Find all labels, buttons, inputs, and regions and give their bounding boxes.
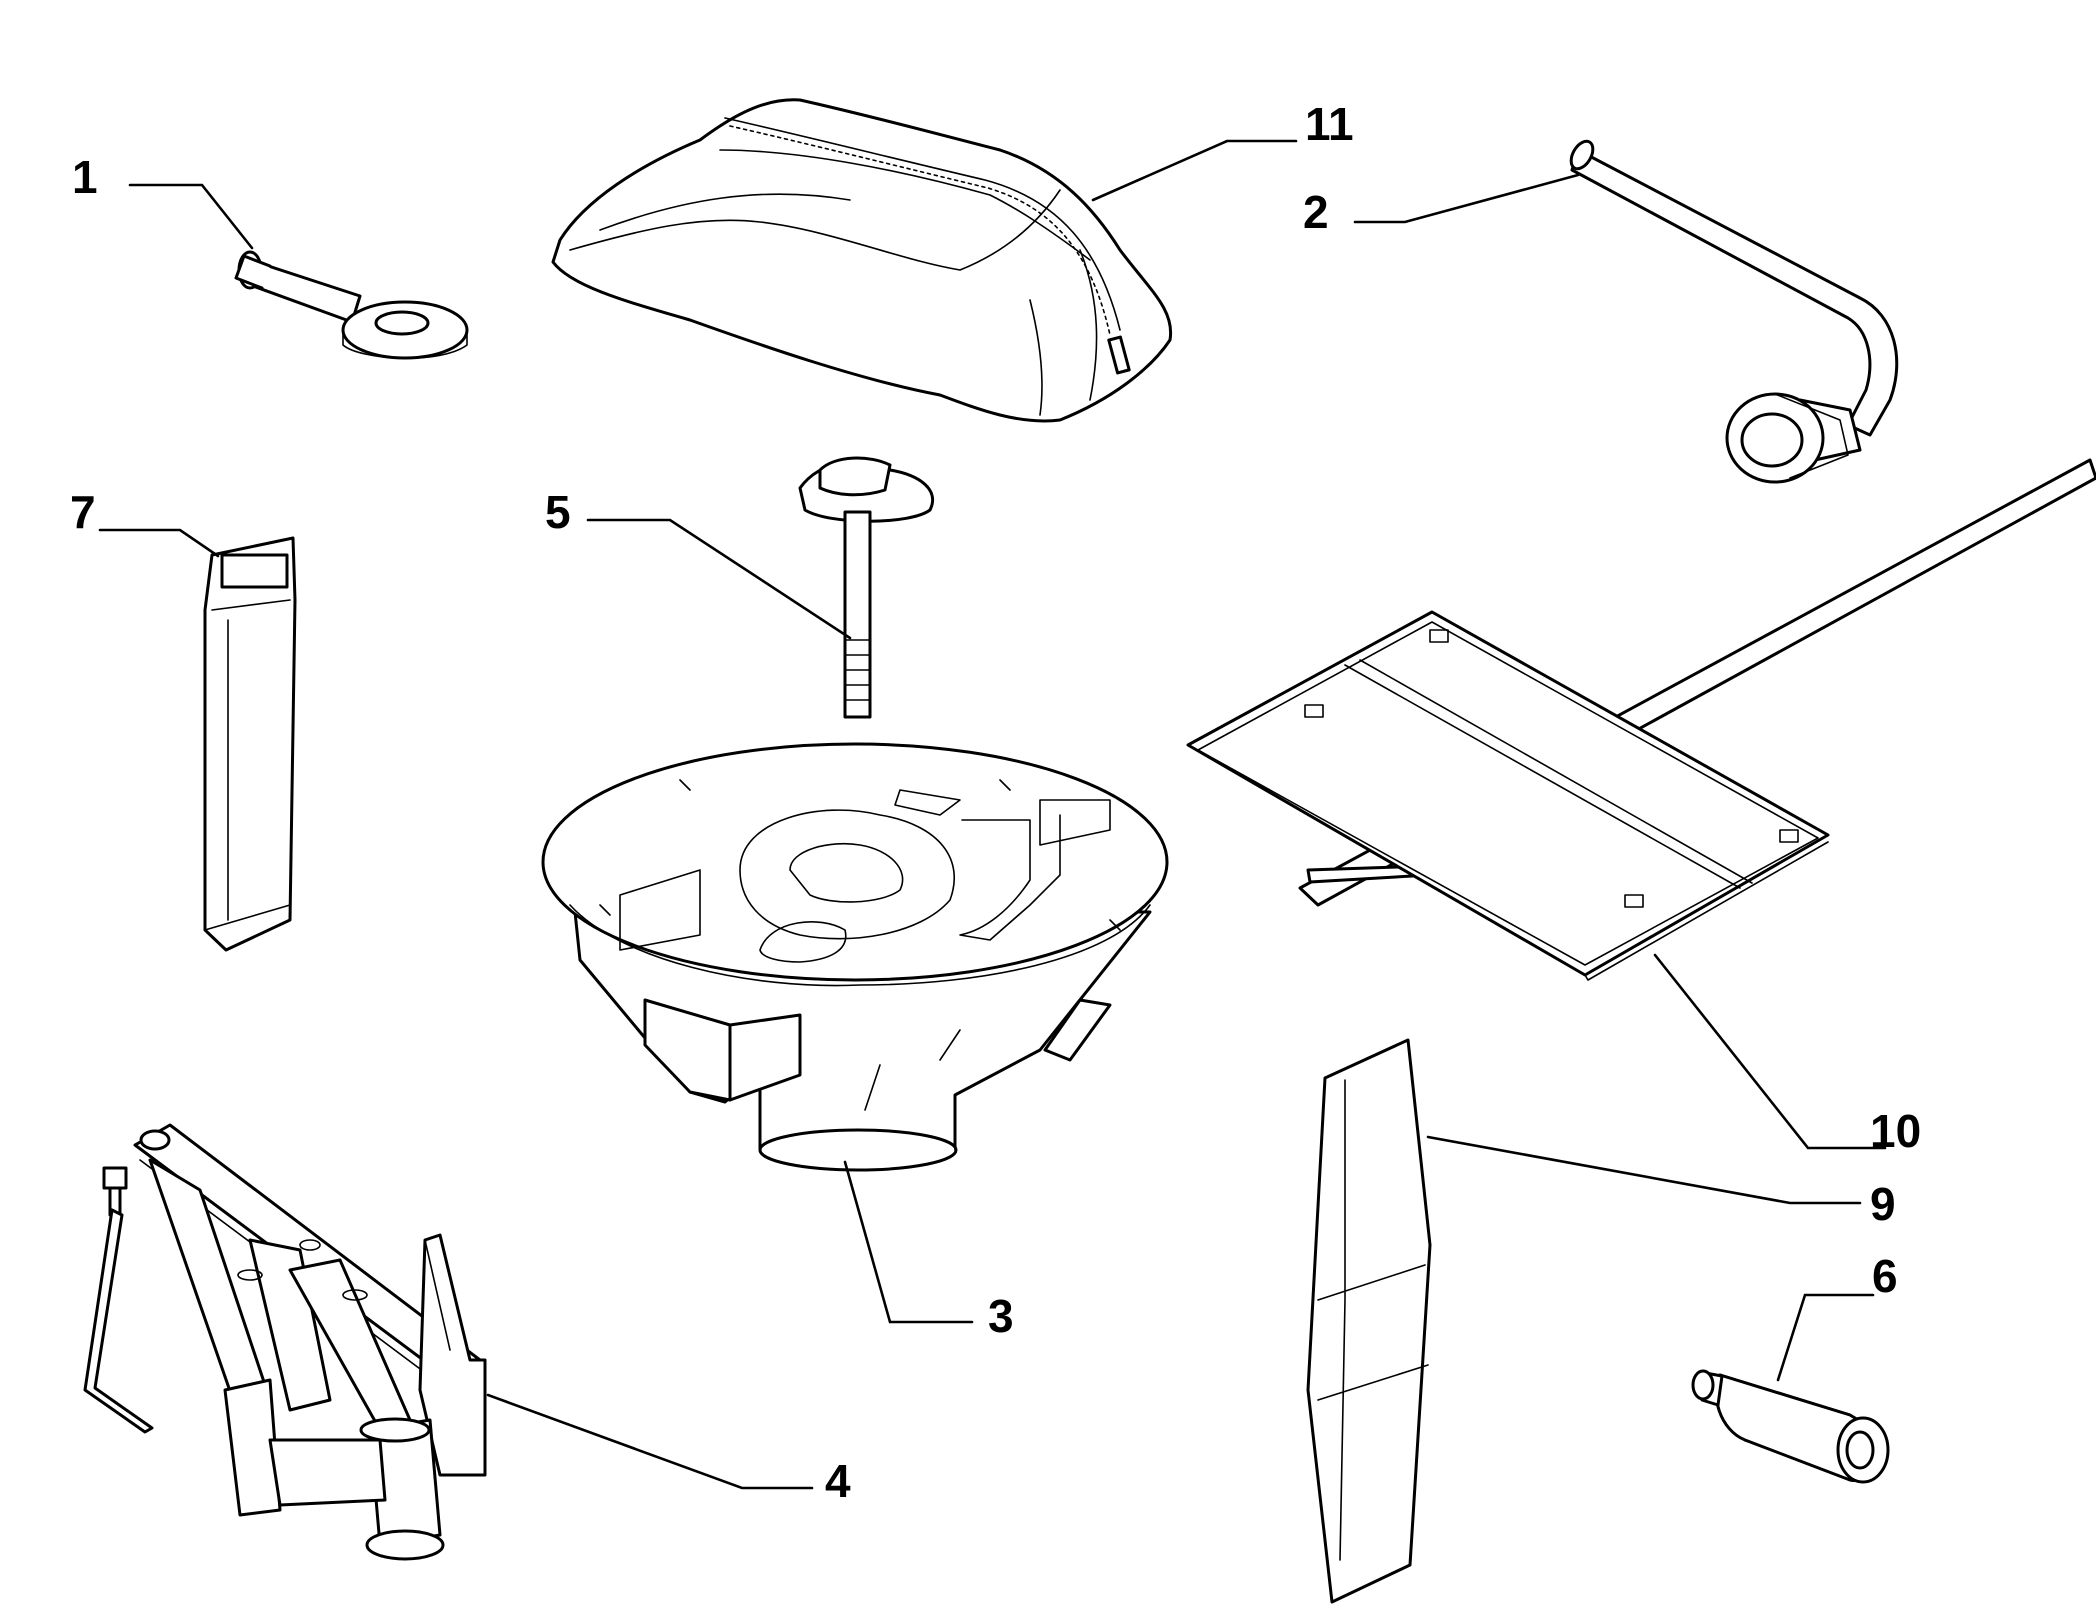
leader-line-7 [98,528,220,558]
leader-line-1 [128,183,254,250]
callout-5: 5 [545,486,571,538]
callout-1: 1 [72,151,98,203]
callout-11: 11 [1305,98,1354,150]
callout-9: 9 [1870,1178,1896,1230]
spare-wheel-tray-part[interactable] [541,742,1169,1172]
callout-4: 4 [825,1455,851,1507]
leader-line-4 [486,1393,814,1490]
callout-2: 2 [1303,186,1329,238]
leader-line-9 [1426,1135,1862,1205]
leader-line-2 [1353,173,1580,224]
leader-line-6 [1776,1293,1875,1382]
tool-bag-part[interactable] [551,98,1173,423]
callout-6: 6 [1872,1250,1898,1302]
wheel-chock-part[interactable] [203,536,297,952]
callout-7: 7 [70,486,96,538]
leader-line-10 [1653,953,1887,1150]
retaining-bolt-part[interactable] [798,456,934,719]
socket-adapter-part[interactable] [1691,1369,1890,1484]
leader-line-11 [1091,139,1298,202]
leader-line-3 [843,1160,974,1324]
warning-plate-part[interactable] [1186,458,2096,981]
wheel-brace-part[interactable] [1567,138,1899,484]
leader-line-5 [586,518,852,640]
callout-10: 10 [1870,1105,1921,1157]
scissor-jack-part[interactable] [83,1123,487,1561]
tool-strap-part[interactable] [1306,1038,1432,1604]
callout-3: 3 [988,1290,1014,1342]
towing-eye-part[interactable] [234,250,469,360]
